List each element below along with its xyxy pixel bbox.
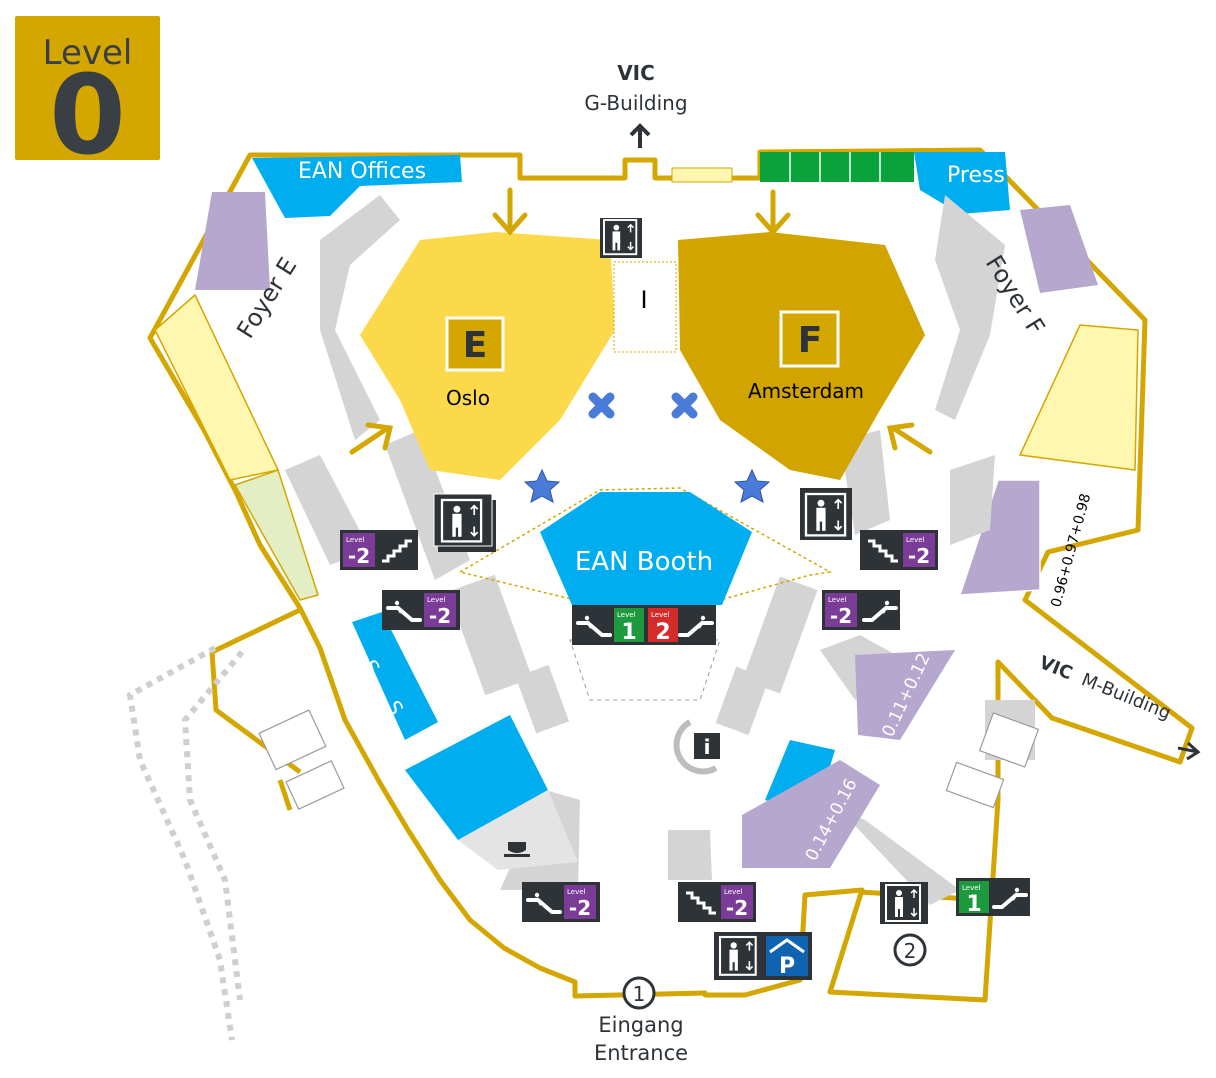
hall-e-name: Oslo [446, 386, 490, 410]
hall-f-letter: F [798, 320, 823, 361]
ean-offices-label: EAN Offices [298, 159, 426, 184]
svg-text:-2: -2 [830, 604, 852, 628]
ssc-room [352, 612, 438, 740]
svg-text:-2: -2 [908, 544, 930, 568]
marker-1: 1 [622, 976, 656, 1010]
level-badge-number: 0 [49, 51, 126, 179]
right-yellow-rooms [1018, 324, 1139, 471]
booth-lower-zone [569, 639, 721, 701]
press-label: Press [947, 163, 1005, 188]
lift-icon [433, 493, 496, 552]
eingang-label: Eingang [598, 1013, 683, 1037]
info-letter: i [704, 735, 711, 759]
svg-text:-2: -2 [429, 604, 451, 628]
foyer-e-purple-room [195, 192, 270, 290]
lift-parking-sign: P [714, 932, 812, 980]
stairs-level-m2-sign-bottom: Level -2 [678, 882, 756, 922]
hall-entry-arrows [349, 187, 933, 455]
svg-text:Level: Level [427, 596, 446, 604]
level-badge-word: Level [42, 33, 133, 73]
room-096-098 [958, 479, 1041, 596]
central-corridor-mark: I [640, 286, 647, 314]
star-markers [523, 468, 771, 503]
green-room-row [760, 152, 914, 182]
top-kiosk [671, 167, 733, 183]
svg-text:-2: -2 [569, 896, 591, 920]
ean-booth-label: EAN Booth [575, 547, 713, 577]
escalator-level-m2-sign-right: Level -2 [822, 590, 900, 630]
lift-icon [600, 218, 642, 258]
svg-text:Level: Level [962, 884, 981, 892]
g-building-label: G-Building [584, 91, 687, 115]
room-011-012 [855, 650, 955, 740]
stairs-level-m2-sign: Level -2 [340, 530, 418, 570]
escalator-level-1-2-sign: Level 1 Level 2 [572, 605, 716, 645]
stair-blocks [258, 709, 1040, 810]
marker-2: 2 [893, 933, 927, 967]
svg-text:Level: Level [906, 536, 925, 544]
svg-text:1: 1 [966, 892, 981, 917]
svg-text:Level: Level [346, 536, 365, 544]
svg-text:Level: Level [724, 888, 743, 896]
foyer-f-purple-room [1020, 205, 1098, 293]
left-green-rooms [233, 469, 319, 601]
hall-e-letter: E [463, 325, 488, 366]
escalator-level-m2-sign: Level -2 [382, 590, 460, 630]
hall-f-name: Amsterdam [748, 379, 864, 403]
vic-m-label: VIC [1036, 652, 1075, 684]
info-desk-icon: i [673, 719, 720, 775]
entrance-label: Entrance [594, 1041, 688, 1065]
room-014-016 [742, 760, 880, 868]
x-mark-icon [671, 392, 698, 419]
vic-top-label: VIC [617, 61, 655, 85]
star-icon [733, 468, 771, 503]
svg-text:-2: -2 [348, 544, 370, 568]
central-corridor [613, 261, 677, 353]
svg-text:1: 1 [621, 620, 636, 645]
stairs-level-m2-sign-right: Level -2 [860, 530, 938, 570]
svg-text:Level: Level [651, 611, 670, 619]
cafe-area [458, 790, 578, 870]
svg-text:-2: -2 [726, 896, 748, 920]
svg-text:Level: Level [828, 596, 847, 604]
hall-e-letter-box [445, 316, 505, 372]
svg-text:2: 2 [655, 620, 670, 645]
lower-left-blue-room [405, 715, 548, 840]
svg-text:1: 1 [633, 982, 646, 1006]
lift-icon [800, 488, 852, 540]
parking-icon: P [779, 954, 795, 979]
outdoor-path [126, 645, 245, 1041]
up-arrow-icon [629, 123, 651, 148]
ean-booth [540, 492, 752, 605]
svg-text:Level: Level [567, 888, 586, 896]
green-room-dividers [789, 152, 881, 182]
escalator-level-m2-sign-bottom: Level -2 [522, 882, 600, 922]
svg-text:2: 2 [904, 939, 917, 963]
ean-offices-room [252, 155, 462, 218]
svg-text:Level: Level [617, 611, 636, 619]
hall-f-letter-box [779, 310, 840, 368]
escalator-level-1-sign: Level 1 [956, 878, 1030, 917]
coffee-cup-icon [508, 842, 526, 853]
coffee-saucer-icon [504, 854, 530, 857]
lift-icon [880, 882, 928, 924]
level-badge: Level 0 [15, 16, 160, 179]
right-arrow-icon [1177, 741, 1201, 761]
press-room [914, 152, 1010, 214]
x-mark-icon [588, 392, 615, 419]
x-markers [588, 392, 698, 419]
star-icon [523, 468, 561, 503]
